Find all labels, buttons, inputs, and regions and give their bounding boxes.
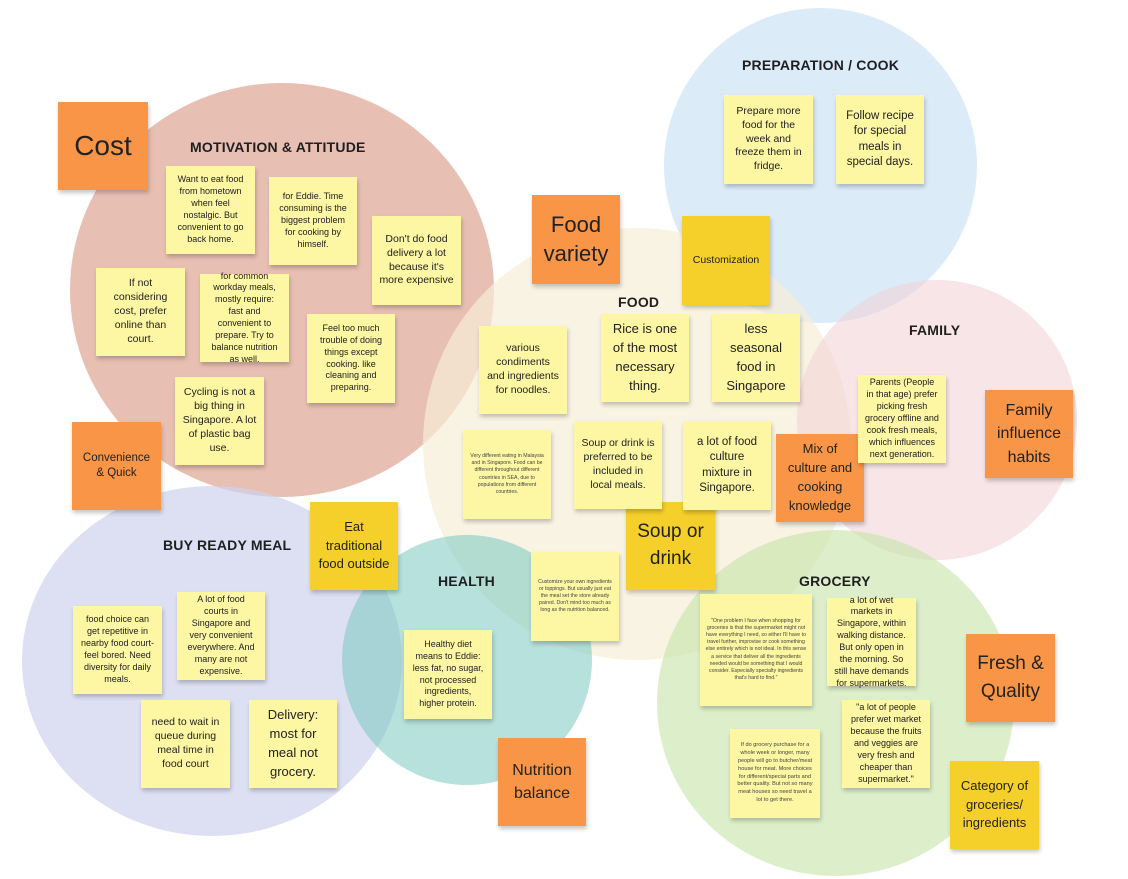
sticky-note-soup-or-drink[interactable]: Soup or drink bbox=[626, 502, 715, 590]
cluster-title-grocery: GROCERY bbox=[799, 573, 871, 589]
sticky-note-eddie-time[interactable]: for Eddie. Time consuming is the biggest… bbox=[269, 177, 357, 265]
sticky-note-no-delivery[interactable]: Don't do food delivery a lot because it'… bbox=[372, 216, 461, 305]
sticky-note-nutrition-balance[interactable]: Nutrition balance bbox=[498, 738, 586, 826]
sticky-note-culture-mixture[interactable]: a lot of food culture mixture in Singapo… bbox=[683, 421, 771, 510]
cluster-title-motivation: MOTIVATION & ATTITUDE bbox=[190, 139, 366, 155]
sticky-note-workday-meals[interactable]: for common workday meals, mostly require… bbox=[200, 271, 289, 364]
sticky-note-eat-traditional[interactable]: Eat traditional food outside bbox=[310, 502, 398, 590]
sticky-note-healthy-diet[interactable]: Healthy diet means to Eddie: less fat, n… bbox=[404, 630, 492, 719]
sticky-note-cost[interactable]: Cost bbox=[58, 102, 148, 190]
sticky-note-whole-week[interactable]: If do grocery purchase for a whole week … bbox=[730, 729, 820, 818]
sticky-note-seasonal[interactable]: less seasonal food in Singapore bbox=[712, 314, 800, 402]
cluster-title-health: HEALTH bbox=[438, 573, 495, 589]
sticky-note-repetitive[interactable]: food choice can get repetitive in nearby… bbox=[73, 606, 162, 694]
sticky-note-customization[interactable]: Customization bbox=[682, 216, 770, 305]
cluster-title-family: FAMILY bbox=[909, 322, 961, 338]
sticky-note-cycling[interactable]: Cycling is not a big thing in Singapore.… bbox=[175, 377, 264, 465]
sticky-note-food-variety[interactable]: Food variety bbox=[532, 195, 620, 284]
sticky-note-supermarket-problem[interactable]: "One problem I face when shopping for gr… bbox=[700, 594, 812, 706]
sticky-note-category-groceries[interactable]: Category of groceries/ ingredients bbox=[950, 761, 1039, 849]
cluster-title-preparation: PREPARATION / COOK bbox=[742, 57, 900, 73]
sticky-note-wet-markets[interactable]: a lot of wet markets in Singapore, withi… bbox=[827, 595, 916, 688]
sticky-note-delivery[interactable]: Delivery: most for meal not grocery. bbox=[249, 700, 337, 788]
sticky-note-too-much-trouble[interactable]: Feel too much trouble of doing things ex… bbox=[307, 314, 395, 403]
sticky-note-fresh-quality[interactable]: Fresh & Quality bbox=[966, 634, 1055, 722]
cluster-title-food: FOOD bbox=[618, 294, 660, 310]
sticky-note-condiments[interactable]: various condiments and ingredients for n… bbox=[479, 326, 567, 414]
sticky-note-hometown[interactable]: Want to eat food from hometown when feel… bbox=[166, 166, 255, 254]
sticky-note-food-courts[interactable]: A lot of food courts in Singapore and ve… bbox=[177, 592, 265, 680]
sticky-note-rice[interactable]: Rice is one of the most necessary thing. bbox=[601, 314, 689, 402]
sticky-note-different-eating[interactable]: Very different eating in Malaysia and in… bbox=[463, 430, 551, 519]
sticky-note-prepare-more[interactable]: Prepare more food for the week and freez… bbox=[724, 95, 813, 184]
sticky-note-queue[interactable]: need to wait in queue during meal time i… bbox=[141, 700, 230, 788]
sticky-note-mix-of-culture[interactable]: Mix of culture and cooking knowledge bbox=[776, 434, 864, 522]
sticky-note-follow-recipe[interactable]: Follow recipe for special meals in speci… bbox=[836, 95, 924, 184]
sticky-note-family-influence[interactable]: Family influence habits bbox=[985, 390, 1073, 478]
sticky-note-convenience[interactable]: Convenience & Quick bbox=[72, 422, 161, 510]
cluster-title-buy-ready-meal: BUY READY MEAL bbox=[163, 537, 292, 553]
sticky-note-soup-preferred[interactable]: Soup or drink is preferred to be include… bbox=[574, 421, 662, 509]
sticky-note-customize-own[interactable]: Customize your own ingredients or toppin… bbox=[531, 552, 619, 641]
sticky-note-online-court[interactable]: If not considering cost, prefer online t… bbox=[96, 268, 185, 356]
sticky-note-prefer-wet-market[interactable]: "a lot of people prefer wet market becau… bbox=[842, 700, 930, 788]
sticky-note-parents[interactable]: Parents (People in that age) prefer pick… bbox=[858, 375, 946, 463]
